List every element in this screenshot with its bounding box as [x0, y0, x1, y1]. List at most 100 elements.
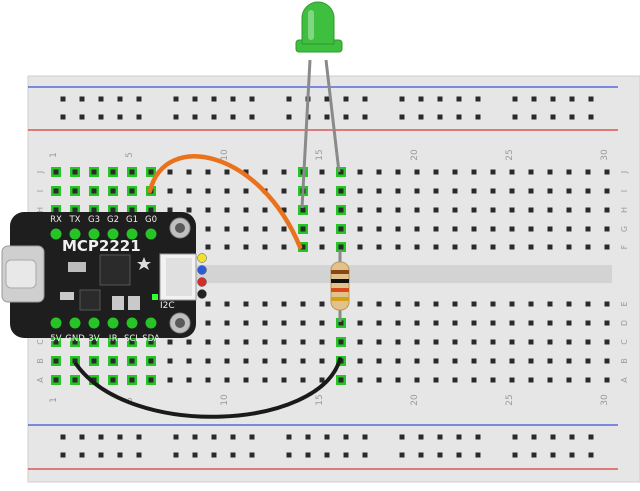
breadboard-hole	[205, 169, 211, 175]
breadboard-hole	[300, 301, 306, 307]
hole-pin	[547, 301, 553, 307]
hole-pin	[395, 207, 401, 213]
breadboard-hole	[585, 320, 591, 326]
breadboard-hole	[471, 358, 477, 364]
hole-pin	[414, 207, 420, 213]
breadboard-hole	[205, 244, 211, 250]
breadboard-hole	[281, 207, 287, 213]
rail-hole	[399, 96, 405, 102]
rail-hole	[475, 96, 481, 102]
breadboard-hole	[146, 375, 156, 385]
hole-pin	[585, 207, 591, 213]
rail-hole	[192, 434, 198, 440]
hole-pin	[243, 301, 249, 307]
hole-pin	[262, 226, 268, 232]
hole-pin	[414, 339, 420, 345]
hole-pin	[338, 169, 344, 175]
breadboard-hole	[336, 242, 346, 252]
hole-pin	[91, 188, 97, 194]
breadboard-hole	[414, 358, 420, 364]
hole-pin	[509, 207, 515, 213]
row-letter-right: D	[620, 320, 629, 326]
hole-pin	[490, 207, 496, 213]
hole-pin	[471, 207, 477, 213]
hole-pin	[262, 207, 268, 213]
hole-pin	[528, 358, 534, 364]
rail-hole	[437, 434, 443, 440]
hole-pin	[433, 320, 439, 326]
hole-pin	[91, 169, 97, 175]
rail-hole	[343, 96, 349, 102]
rail-hole	[117, 452, 123, 458]
hole-pin	[414, 244, 420, 250]
breadboard-hole	[585, 207, 591, 213]
column-number-top: 25	[505, 149, 515, 160]
board-pin-label-top: G3	[88, 215, 100, 225]
qwiic-wire-dot	[197, 289, 207, 299]
breadboard-hole	[509, 226, 515, 232]
hole-pin	[319, 377, 325, 383]
hole-pin	[566, 207, 572, 213]
hole-pin	[433, 358, 439, 364]
breadboard-hole	[395, 358, 401, 364]
breadboard-hole	[585, 377, 591, 383]
qwiic-wire-dot	[197, 277, 207, 287]
breadboard-hole	[262, 320, 268, 326]
row-letter-left: B	[36, 358, 45, 364]
mcp2221-chip	[99, 254, 131, 286]
board-pin-label-top: G1	[126, 215, 138, 225]
hole-pin	[509, 301, 515, 307]
breadboard-hole	[167, 169, 173, 175]
row-letter-right: I	[620, 190, 629, 192]
rail-hole	[79, 114, 85, 120]
hole-pin	[243, 169, 249, 175]
breadboard-hole	[167, 377, 173, 383]
breadboard-hole	[51, 375, 61, 385]
breadboard-hole	[205, 377, 211, 383]
breadboard-hole	[281, 301, 287, 307]
breadboard-hole	[604, 244, 610, 250]
rail-hole	[475, 452, 481, 458]
hole-pin	[281, 301, 287, 307]
hole-pin	[72, 188, 78, 194]
breadboard-hole	[127, 205, 137, 215]
hole-pin	[585, 226, 591, 232]
rail-hole	[117, 114, 123, 120]
hole-pin	[338, 320, 344, 326]
hole-pin	[414, 320, 420, 326]
hole-pin	[433, 188, 439, 194]
hole-pin	[414, 169, 420, 175]
rail-hole	[399, 452, 405, 458]
rail-hole	[362, 434, 368, 440]
column-number-bottom: 20	[410, 394, 420, 406]
hole-pin	[585, 169, 591, 175]
rail-hole	[173, 434, 179, 440]
breadboard-hole	[205, 188, 211, 194]
breadboard-hole	[528, 301, 534, 307]
breadboard-hole	[376, 244, 382, 250]
breadboard-hole	[509, 169, 515, 175]
hole-pin	[509, 320, 515, 326]
hole-pin	[205, 226, 211, 232]
breadboard-hole	[604, 207, 610, 213]
rail-hole	[512, 452, 518, 458]
breadboard-hole	[262, 377, 268, 383]
hole-pin	[281, 358, 287, 364]
hole-pin	[604, 244, 610, 250]
board-pin-label-top: RX	[50, 215, 62, 225]
hole-pin	[205, 377, 211, 383]
row-letter-right: E	[620, 301, 629, 306]
breadboard-hole	[319, 320, 325, 326]
hole-pin	[395, 301, 401, 307]
breadboard-hole	[490, 207, 496, 213]
hole-pin	[205, 339, 211, 345]
breadboard-hole	[205, 339, 211, 345]
row-letter-right: F	[620, 244, 629, 249]
hole-pin	[53, 377, 59, 383]
breadboard-hole	[224, 320, 230, 326]
hole-pin	[528, 169, 534, 175]
rail-hole	[343, 434, 349, 440]
column-number-bottom: 15	[315, 394, 325, 405]
breadboard-hole	[127, 375, 137, 385]
breadboard-hole	[585, 226, 591, 232]
